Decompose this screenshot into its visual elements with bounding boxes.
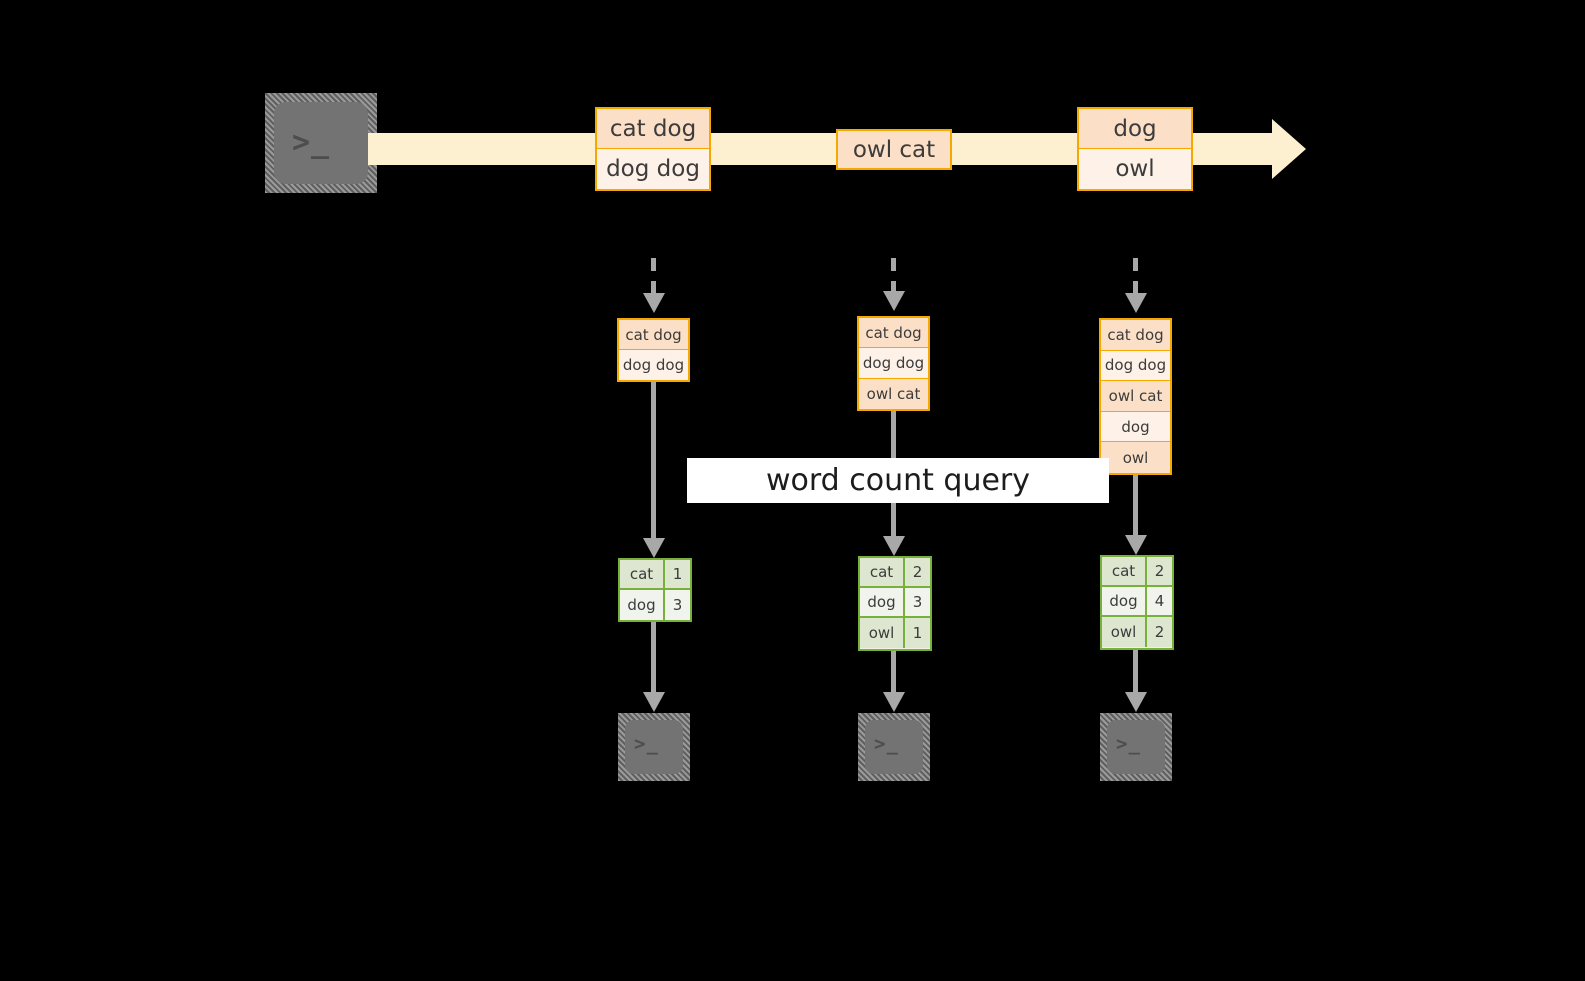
- accumulated-line: dog dog: [1101, 350, 1170, 382]
- terminal-screen: >_: [1107, 720, 1165, 774]
- table-row: owl 1: [860, 618, 930, 648]
- stream-event-box: dog owl: [1077, 107, 1193, 191]
- terminal-prompt-glyph: >_: [634, 733, 659, 755]
- counts-to-sink-arrowhead: [883, 692, 905, 712]
- stream-event-line: cat dog: [597, 109, 709, 149]
- stream-event-line: dog dog: [597, 149, 709, 189]
- count-cell: 2: [1147, 557, 1172, 585]
- word-count-table: cat 1 dog 3: [618, 558, 692, 622]
- accumulated-line: cat dog: [859, 318, 928, 349]
- count-cell: 3: [905, 588, 930, 616]
- word-cell: cat: [860, 558, 905, 586]
- stream-to-state-connector: [651, 258, 656, 298]
- stream-event-line: owl cat: [838, 131, 950, 168]
- terminal-screen: >_: [625, 720, 683, 774]
- stream-event-box: cat dog dog dog: [595, 107, 711, 191]
- word-cell: owl: [860, 618, 905, 648]
- table-row: dog 3: [860, 588, 930, 618]
- word-cell: cat: [620, 560, 665, 588]
- stream-to-state-arrowhead: [643, 293, 665, 313]
- accumulated-line: dog dog: [619, 350, 688, 380]
- terminal-screen: >_: [274, 102, 368, 184]
- count-cell: 1: [905, 618, 930, 648]
- accumulated-state-box: cat dog dog dog owl cat: [857, 316, 930, 411]
- word-count-table: cat 2 dog 4 owl 2: [1100, 555, 1174, 650]
- count-cell: 4: [1147, 587, 1172, 615]
- count-cell: 3: [665, 590, 690, 620]
- stream-event-box: owl cat: [836, 129, 952, 170]
- accumulated-state-box: cat dog dog dog owl cat dog owl: [1099, 318, 1172, 475]
- accumulated-line: dog: [1101, 411, 1170, 443]
- state-to-counts-arrowhead: [643, 538, 665, 558]
- counts-to-sink-arrowhead: [1125, 692, 1147, 712]
- accumulated-line: cat dog: [619, 320, 688, 350]
- accumulated-line: owl cat: [859, 378, 928, 409]
- word-count-table: cat 2 dog 3 owl 1: [858, 556, 932, 651]
- table-row: dog 4: [1102, 587, 1172, 617]
- state-to-counts-connector: [651, 382, 656, 550]
- state-to-counts-arrowhead: [883, 536, 905, 556]
- sink-terminal-icon: >_: [618, 713, 690, 781]
- stream-event-line: dog: [1079, 109, 1191, 149]
- stream-to-state-connector: [891, 258, 896, 296]
- word-cell: dog: [1102, 587, 1147, 615]
- count-cell: 2: [905, 558, 930, 586]
- accumulated-line: dog dog: [859, 348, 928, 379]
- table-row: dog 3: [620, 590, 690, 620]
- terminal-prompt-glyph: >_: [292, 125, 331, 160]
- word-cell: owl: [1102, 617, 1147, 647]
- accumulated-line: owl cat: [1101, 381, 1170, 412]
- word-cell: cat: [1102, 557, 1147, 585]
- source-terminal-icon: >_: [265, 93, 377, 193]
- state-to-counts-arrowhead: [1125, 535, 1147, 555]
- accumulated-state-box: cat dog dog dog: [617, 318, 690, 382]
- accumulated-line: cat dog: [1101, 320, 1170, 351]
- counts-to-sink-connector: [1133, 650, 1138, 701]
- stream-to-state-arrowhead: [883, 291, 905, 311]
- event-stream-arrowhead: [1272, 119, 1306, 179]
- terminal-prompt-glyph: >_: [1116, 733, 1141, 755]
- state-to-counts-connector: [1133, 475, 1138, 547]
- sink-terminal-icon: >_: [1100, 713, 1172, 781]
- counts-to-sink-arrowhead: [643, 692, 665, 712]
- stream-to-state-arrowhead: [1125, 293, 1147, 313]
- terminal-screen: >_: [865, 720, 923, 774]
- counts-to-sink-connector: [891, 651, 896, 701]
- table-row: cat 2: [860, 558, 930, 588]
- terminal-prompt-glyph: >_: [874, 733, 899, 755]
- query-label-text: word count query: [765, 463, 1031, 498]
- word-cell: dog: [860, 588, 905, 616]
- word-cell: dog: [620, 590, 665, 620]
- sink-terminal-icon: >_: [858, 713, 930, 781]
- query-label: word count query: [687, 458, 1109, 503]
- counts-to-sink-connector: [651, 622, 656, 700]
- count-cell: 2: [1147, 617, 1172, 647]
- accumulated-line: owl: [1101, 442, 1170, 473]
- stream-event-line: owl: [1079, 149, 1191, 189]
- table-row: cat 2: [1102, 557, 1172, 587]
- table-row: owl 2: [1102, 617, 1172, 647]
- count-cell: 1: [665, 560, 690, 588]
- table-row: cat 1: [620, 560, 690, 590]
- stream-to-state-connector: [1133, 258, 1138, 298]
